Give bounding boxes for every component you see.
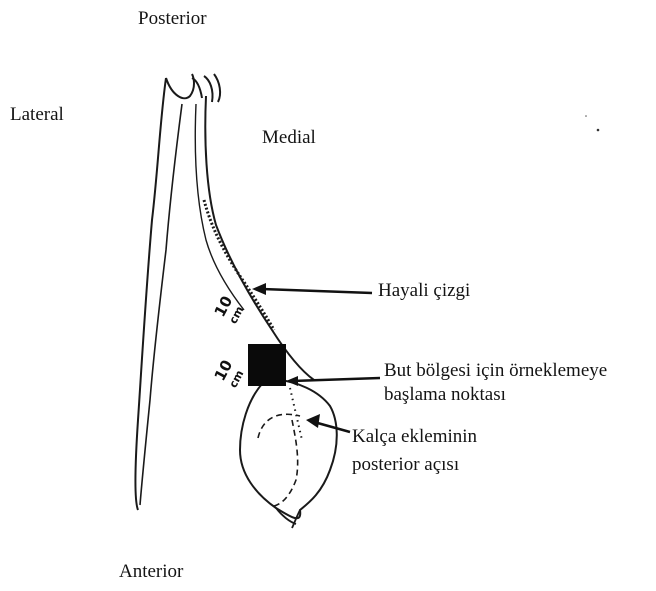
label-posterior: Posterior — [138, 8, 207, 30]
sampling-block — [248, 344, 286, 386]
arrow-imaginary-line — [252, 283, 372, 295]
ham-outline — [240, 380, 337, 518]
speck — [585, 115, 587, 117]
carcass-top-hooks — [166, 74, 220, 102]
measurement-upper: 10 cm — [211, 293, 248, 326]
label-anterior: Anterior — [119, 561, 183, 583]
label-sampling-start-line1: But bölgesi için örneklemeye — [384, 360, 607, 382]
label-medial: Medial — [262, 127, 316, 149]
label-hip-joint-line1: Kalça ekleminin — [352, 426, 477, 448]
measurement-lower: 10 cm — [211, 357, 248, 390]
carcass-medial-inner-contour — [195, 104, 244, 310]
ham-inner-dashed — [258, 414, 300, 506]
speck — [597, 129, 600, 132]
label-lateral: Lateral — [10, 104, 64, 126]
arrow-hip-joint — [306, 414, 350, 432]
label-sampling-start-line2: başlama noktası — [384, 384, 506, 406]
label-imaginary-line: Hayali çizgi — [378, 280, 470, 302]
label-hip-joint-line2: posterior açısı — [352, 454, 459, 476]
